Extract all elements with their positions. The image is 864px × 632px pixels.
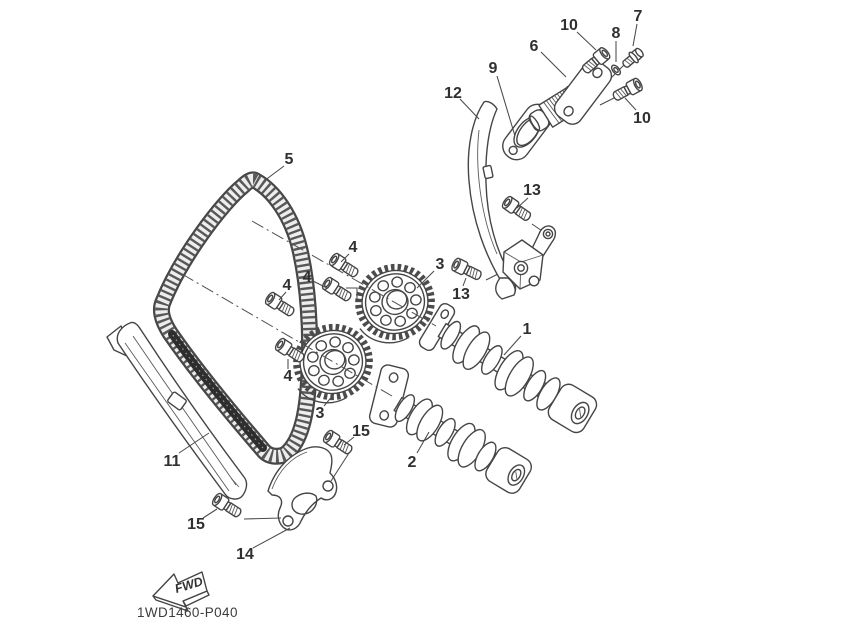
callout-15-right: 15 <box>352 423 370 440</box>
callout-5: 5 <box>285 151 294 168</box>
drain-bolt-7 <box>619 45 647 72</box>
camshaft-lower <box>368 364 532 494</box>
callout-6: 6 <box>530 38 539 55</box>
callout-14: 14 <box>236 546 254 563</box>
fwd-arrow-icon: FWD <box>152 571 210 612</box>
pivot-bolt-13b <box>449 256 485 284</box>
chain-guide-pivot-arm <box>467 100 557 300</box>
callout-7: 7 <box>634 8 643 25</box>
callout-13-upper: 13 <box>523 182 541 199</box>
callout-4-d: 4 <box>284 368 293 385</box>
tensioner-bolt-10b <box>610 76 645 104</box>
chain-guide-rail <box>106 321 248 500</box>
callout-4-a: 4 <box>349 239 358 256</box>
camshaft-upper <box>418 302 598 434</box>
callout-1: 1 <box>523 321 532 338</box>
sprocket-bolt-4c <box>263 290 298 320</box>
callout-8: 8 <box>612 25 621 42</box>
callout-15-left: 15 <box>187 516 205 533</box>
callout-3-upper: 3 <box>436 256 445 273</box>
callout-10-lower: 10 <box>633 110 651 127</box>
sprocket-bolt-4b <box>320 275 355 305</box>
leader-lines <box>178 23 638 549</box>
callout-11: 11 <box>164 453 181 470</box>
sprocket-bolt-4a <box>327 251 362 281</box>
callout-4-b: 4 <box>303 269 312 286</box>
callout-9: 9 <box>489 60 498 77</box>
bracket-plate <box>267 446 338 531</box>
callout-3-lower: 3 <box>316 405 325 422</box>
callout-13-lower: 13 <box>452 286 470 303</box>
callout-4-c: 4 <box>283 277 292 294</box>
callout-2: 2 <box>408 454 417 471</box>
pivot-bolt-13a <box>499 194 534 225</box>
chain-tensioner <box>528 59 613 132</box>
callout-12: 12 <box>444 85 462 102</box>
figure-code: 1WD1460-P040 <box>137 605 238 620</box>
washer-8 <box>610 64 622 76</box>
callouts: 1 2 3 3 4 4 4 4 5 6 7 8 9 10 10 11 12 13… <box>164 8 651 563</box>
timing-chain <box>152 171 319 465</box>
callout-10-upper: 10 <box>560 17 578 34</box>
